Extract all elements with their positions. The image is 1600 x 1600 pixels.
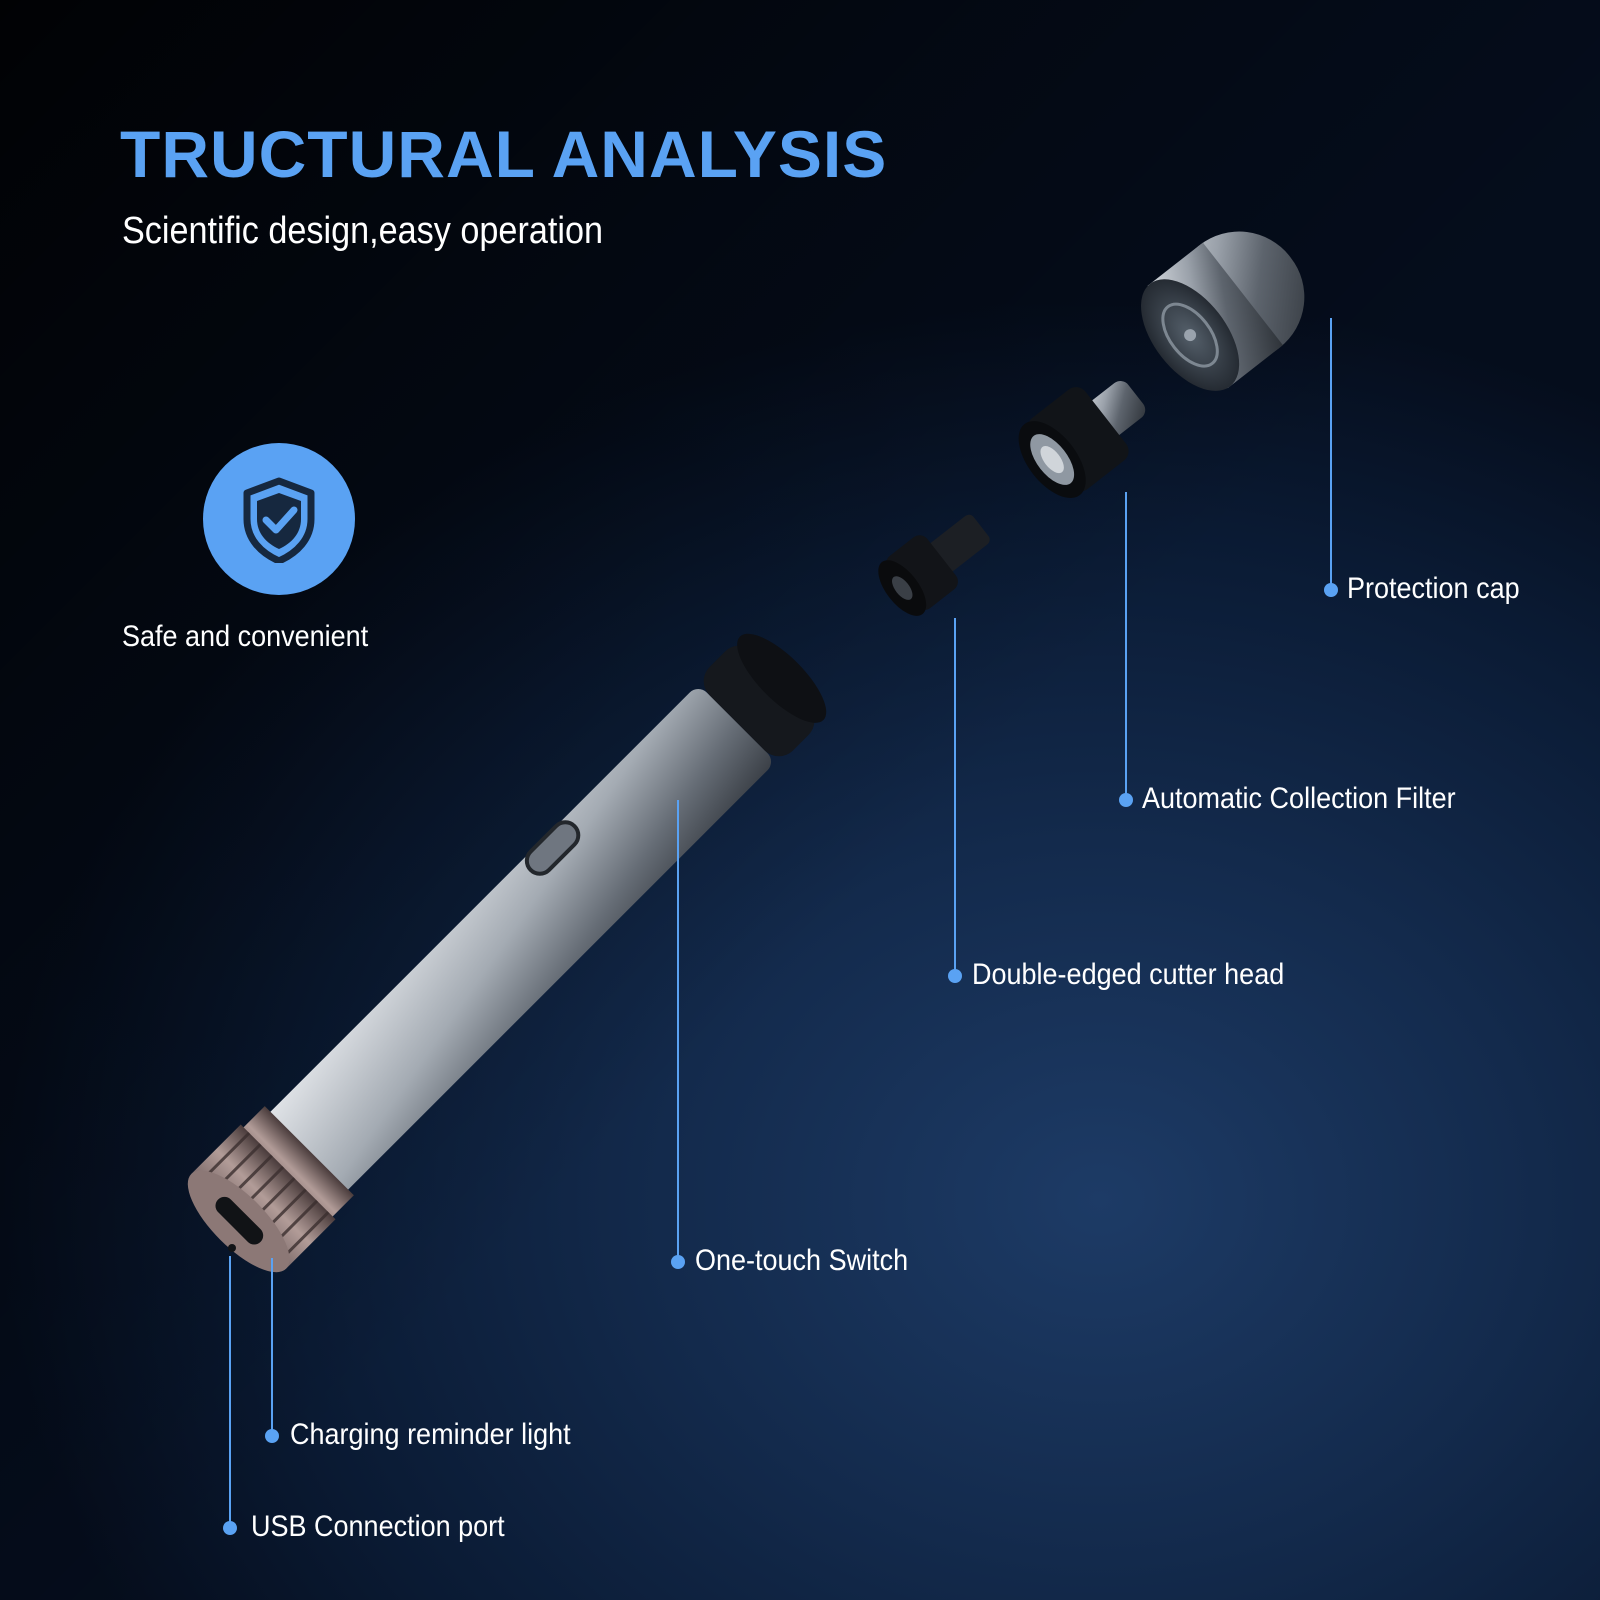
cutter-head [878, 514, 990, 616]
callout-protection-cap: Protection cap [1347, 572, 1520, 605]
protection-cap [1141, 231, 1305, 391]
shield-check-icon [243, 477, 315, 563]
callout-charging-light: Charging reminder light [290, 1418, 571, 1451]
page-title: TRUCTURAL ANALYSIS [120, 117, 888, 191]
callout-collection-filter: Automatic Collection Filter [1142, 782, 1456, 815]
feature-badge [203, 443, 355, 595]
callout-dots [223, 583, 1338, 1535]
page-subtitle: Scientific design,easy operation [122, 210, 603, 252]
callout-leaders [229, 318, 1332, 1528]
trimmer-body [187, 633, 827, 1273]
callout-switch: One-touch Switch [695, 1244, 909, 1277]
feature-label: Safe and convenient [122, 620, 369, 653]
callout-cutter-head: Double-edged cutter head [972, 958, 1285, 991]
collection-filter [1018, 380, 1146, 498]
callout-usb-port: USB Connection port [251, 1510, 505, 1543]
